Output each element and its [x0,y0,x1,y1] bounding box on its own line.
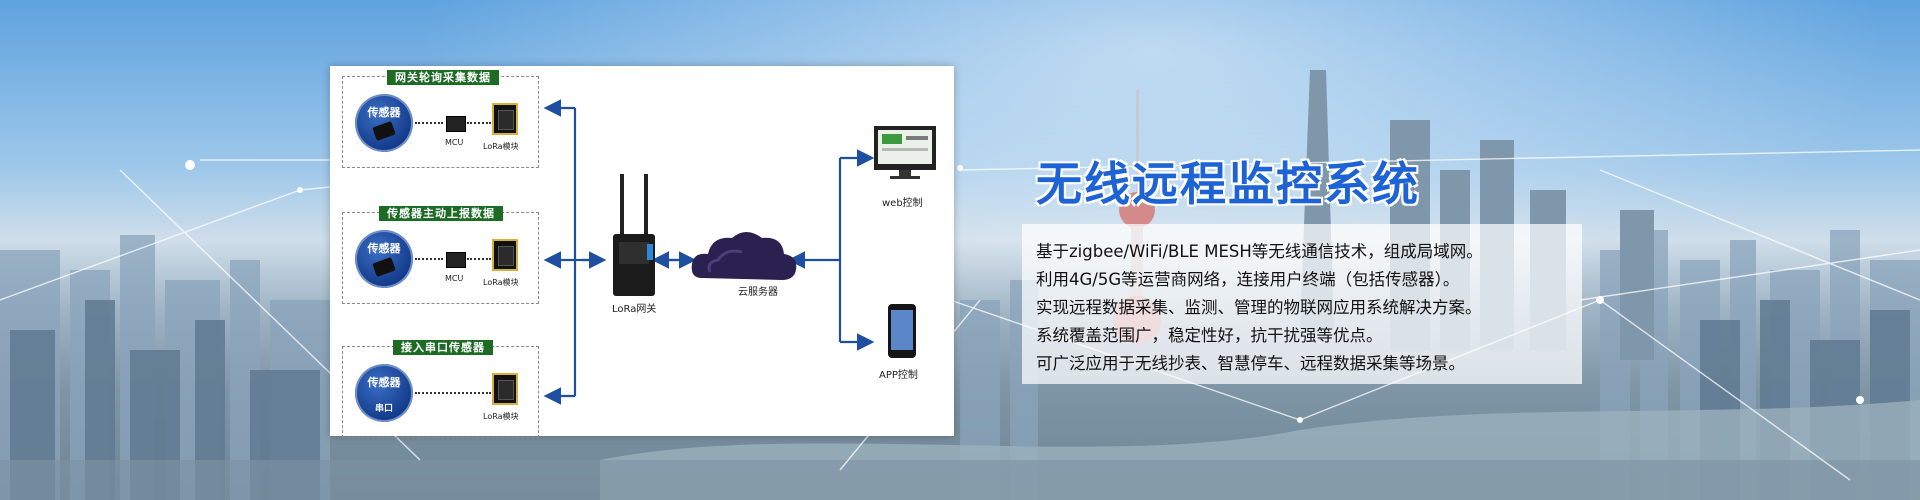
dotted-connector [415,392,491,394]
lora-module-icon [492,239,518,271]
lora-module-icon [492,103,518,135]
sensor-label: 传感器 [367,106,401,119]
group-title: 接入串口传感器 [393,340,493,355]
cloud-server-label: 云服务器 [738,287,778,298]
sensor-chip-icon [372,257,396,277]
app-control-label: APP控制 [879,370,918,381]
mcu-label: MCU [445,274,464,283]
sensor-node: 传感器 [355,94,413,152]
cloud-server-graphic [691,232,797,280]
group-title: 网关轮询采集数据 [387,70,499,85]
description-line: 可广泛应用于无线抄表、智慧停车、远程数据采集等场景。 [1036,354,1465,373]
dotted-connector [415,122,443,124]
sensor-node: 传感器 串口 [355,364,413,422]
serial-port-label: 串口 [374,404,393,414]
group-active-report: 传感器主动上报数据 传感器 MCU LoRa模块 [342,206,539,304]
description-line: 基于zigbee/WiFi/BLE MESH等无线通信技术，组成局域网。 [1036,242,1483,261]
description-panel: 基于zigbee/WiFi/BLE MESH等无线通信技术，组成局域网。 利用4… [1022,224,1582,384]
sensor-label: 传感器 [367,376,401,389]
mcu-chip-icon [446,116,466,132]
group-serial-sensor: 接入串口传感器 传感器 串口 LoRa模块 [342,340,539,438]
description-line: 实现远程数据采集、监测、管理的物联网应用系统解决方案。 [1036,298,1482,317]
lora-gateway-device [613,174,655,296]
lora-module-label: LoRa模块 [483,142,519,151]
mcu-label: MCU [445,138,464,147]
dotted-connector [467,122,491,124]
dotted-connector [415,258,443,260]
group-title: 传感器主动上报数据 [379,206,503,221]
dotted-connector [467,258,491,260]
phone-graphic [888,304,916,358]
group-polling: 网关轮询采集数据 传感器 MCU LoRa模块 [342,70,539,168]
lora-module-label: LoRa模块 [483,278,519,287]
mcu-chip-icon [446,252,466,268]
gateway-label: LoRa网关 [612,304,657,315]
web-control-label: web控制 [882,198,923,209]
lora-system-diagram: 网关轮询采集数据 传感器 MCU LoRa模块 传感器主动上报数据 传感器 MC… [330,66,954,438]
sensor-node: 传感器 [355,230,413,288]
sensor-label: 传感器 [367,242,401,255]
sensor-chip-icon [372,121,396,141]
description-line: 系统覆盖范围广，稳定性好，抗干扰强等优点。 [1036,326,1383,345]
description-line: 利用4G/5G等运营商网络，连接用户终端（包括传感器）。 [1036,270,1460,289]
page-title: 无线远程监控系统 [1036,157,1420,211]
web-monitor-graphic [874,126,936,179]
lora-module-icon [492,373,518,405]
lora-module-label: LoRa模块 [483,412,519,421]
diagram-connectors [543,99,936,405]
